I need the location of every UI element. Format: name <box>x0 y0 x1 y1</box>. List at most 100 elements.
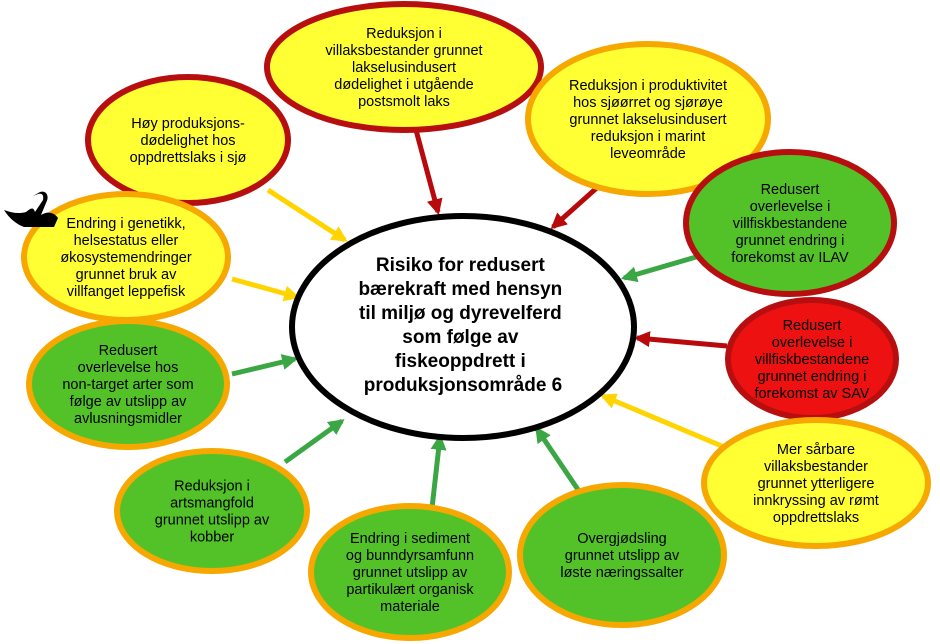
risk-node-label-line: overlevelse i <box>772 335 853 351</box>
risk-node-label-line: villfiskbestandene <box>755 352 869 368</box>
risk-node-label-line: overlevelse hos <box>78 360 179 376</box>
risk-node-ellipse <box>21 191 231 323</box>
risk-node-label-line: oppdrettslaks i sjø <box>130 150 247 166</box>
arrow-reduksjon-villaks-lus <box>413 129 443 216</box>
risk-node-label-line: Redusert <box>99 343 158 359</box>
risk-node-ellipse <box>683 149 897 297</box>
central-risk: Risiko for redusert bærekraft med hensyn… <box>289 213 637 441</box>
central-risk-title-line: fiskeoppdrett i <box>395 351 526 372</box>
risk-node-ellipse <box>308 503 512 641</box>
risk-node-ellipse <box>85 74 291 206</box>
risk-node-label-line: materiale <box>380 599 440 615</box>
risk-node-label-line: forekomst av ILAV <box>731 250 849 266</box>
central-risk-title-line: Risiko for redusert <box>376 255 546 276</box>
risk-node-label-line: Redusert <box>761 182 820 198</box>
risk-node-label-line: grunnet ytterligere <box>758 476 875 492</box>
risk-node-label-line: overlevelse i <box>750 199 831 215</box>
risk-node-label-line: non-target arter som <box>62 377 193 393</box>
risk-node-ellipse <box>114 448 310 574</box>
risk-node-label-line: og bunndyrsamfunn <box>346 548 474 564</box>
risk-node-label-line: lakselusindusert <box>352 60 456 76</box>
arrow-ilav <box>620 254 697 283</box>
risk-node-label-line: Høy produksjons- <box>131 116 245 132</box>
risk-node-label-line: partikulært organisk <box>346 582 474 598</box>
risk-node-label-line: kobber <box>190 530 235 546</box>
central-risk-title-line: produksjonsområde 6 <box>364 375 563 396</box>
risk-node-label-line: Overgjødsling <box>577 531 666 547</box>
risk-node-label-line: økosystemendringer <box>60 250 192 266</box>
risk-node-label-line: reduksjon i marint <box>591 129 705 145</box>
risk-node-label-line: dødelighet i utgående <box>334 77 473 93</box>
risk-node-label-line: grunnet utslipp av <box>353 565 468 581</box>
risk-node-ellipse <box>701 417 931 549</box>
arrow-avlusningsmidler <box>231 354 299 377</box>
risk-node-label-line: grunnet lakselusindusert <box>569 112 726 128</box>
risk-node-label-line: Endring i sediment <box>350 531 470 547</box>
risk-node-label-line: villaksbestander <box>764 459 868 475</box>
risk-node-label-line: innkryssing av rømt <box>753 493 879 509</box>
black-swan-icon <box>4 191 58 227</box>
risk-node-label-line: Redusert <box>783 318 842 334</box>
central-risk-title-line: bærekraft med hensyn <box>358 279 562 300</box>
risk-node-label-line: villaksbestander grunnet <box>325 43 482 59</box>
central-risk-title: Risiko for redusert bærekraft med hensyn… <box>358 255 567 396</box>
risk-node-label-line: oppdrettslaks <box>773 510 859 526</box>
arrow-hoy-dodelighet <box>266 187 348 243</box>
risk-node-label-line: helsestatus eller <box>74 233 179 249</box>
arrow-leppefisk <box>231 276 301 302</box>
risk-node-label-line: artsmangfold <box>170 496 254 512</box>
risk-node-label-line: grunnet utslipp av <box>155 513 270 529</box>
risk-node-label-line: postsmolt laks <box>358 94 450 110</box>
arrow-overgjodsling <box>534 426 588 502</box>
risk-node-label-line: dødelighet hos <box>140 133 235 149</box>
risk-node-label-line: grunnet utslipp av <box>565 548 680 564</box>
risk-node-label-line: hos sjøørret og sjørøye <box>573 95 723 111</box>
risk-node-ellipse <box>525 41 771 197</box>
risk-node-label-line: Reduksjon i <box>174 479 250 495</box>
risk-node-label-line: villfiskbestandene <box>733 216 847 232</box>
risk-node-label-line: følge av utslipp av <box>70 394 188 410</box>
risk-node-ellipse <box>517 482 727 628</box>
arrow-sav <box>633 331 728 349</box>
risk-node-label-line: Reduksjon i <box>366 26 442 42</box>
risk-node-label-line: Reduksjon i produktivitet <box>569 78 727 94</box>
risk-node-label-line: grunnet endring i <box>736 233 845 249</box>
arrow-sediment <box>429 433 447 509</box>
arrow-kobber <box>283 418 345 465</box>
risk-node-label-line: forekomst av SAV <box>755 386 870 402</box>
risk-node-label-line: avlusningsmidler <box>74 411 182 427</box>
central-risk-ellipse <box>289 213 637 441</box>
arrows <box>231 129 728 509</box>
risk-node-label-line: grunnet endring i <box>758 369 867 385</box>
central-risk-title-line: som følge av <box>402 327 519 348</box>
risk-node-label-line: løste næringssalter <box>560 565 683 581</box>
risk-node-label-line: grunnet bruk av <box>76 267 178 283</box>
risk-node-label-line: Endring i genetikk, <box>66 216 185 232</box>
arrow-romt-oppdrettslaks <box>600 393 725 450</box>
risk-node-ellipse <box>264 1 544 133</box>
risk-node-label-line: Mer sårbare <box>777 442 855 458</box>
risk-node-label-line: leveområde <box>610 146 686 162</box>
